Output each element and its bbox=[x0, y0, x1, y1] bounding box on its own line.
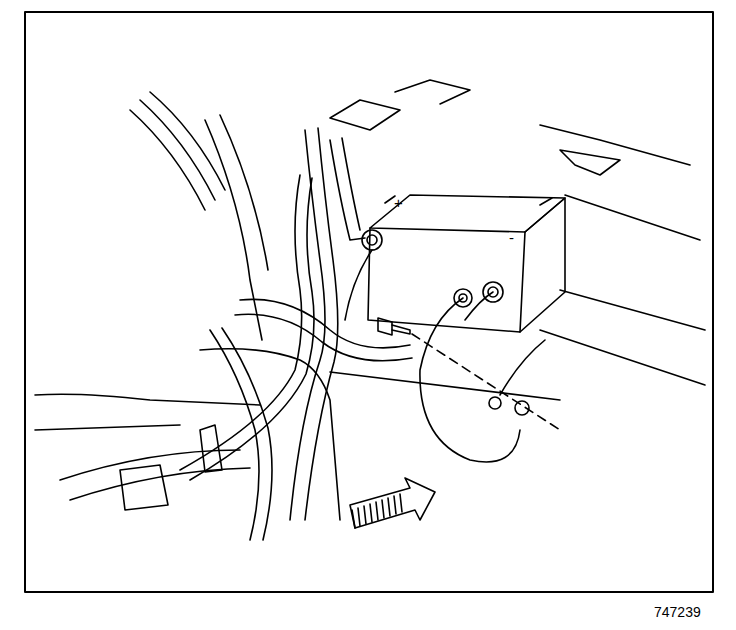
bolt bbox=[378, 318, 560, 430]
view-arrow bbox=[350, 478, 435, 528]
figure-number: 747239 bbox=[653, 604, 702, 620]
cable-bundle bbox=[60, 128, 545, 540]
figure-frame bbox=[25, 12, 713, 592]
polarity-mark: - bbox=[509, 230, 514, 245]
fender-outline bbox=[35, 80, 705, 430]
polarity-mark: + bbox=[394, 195, 403, 210]
battery bbox=[362, 195, 565, 332]
